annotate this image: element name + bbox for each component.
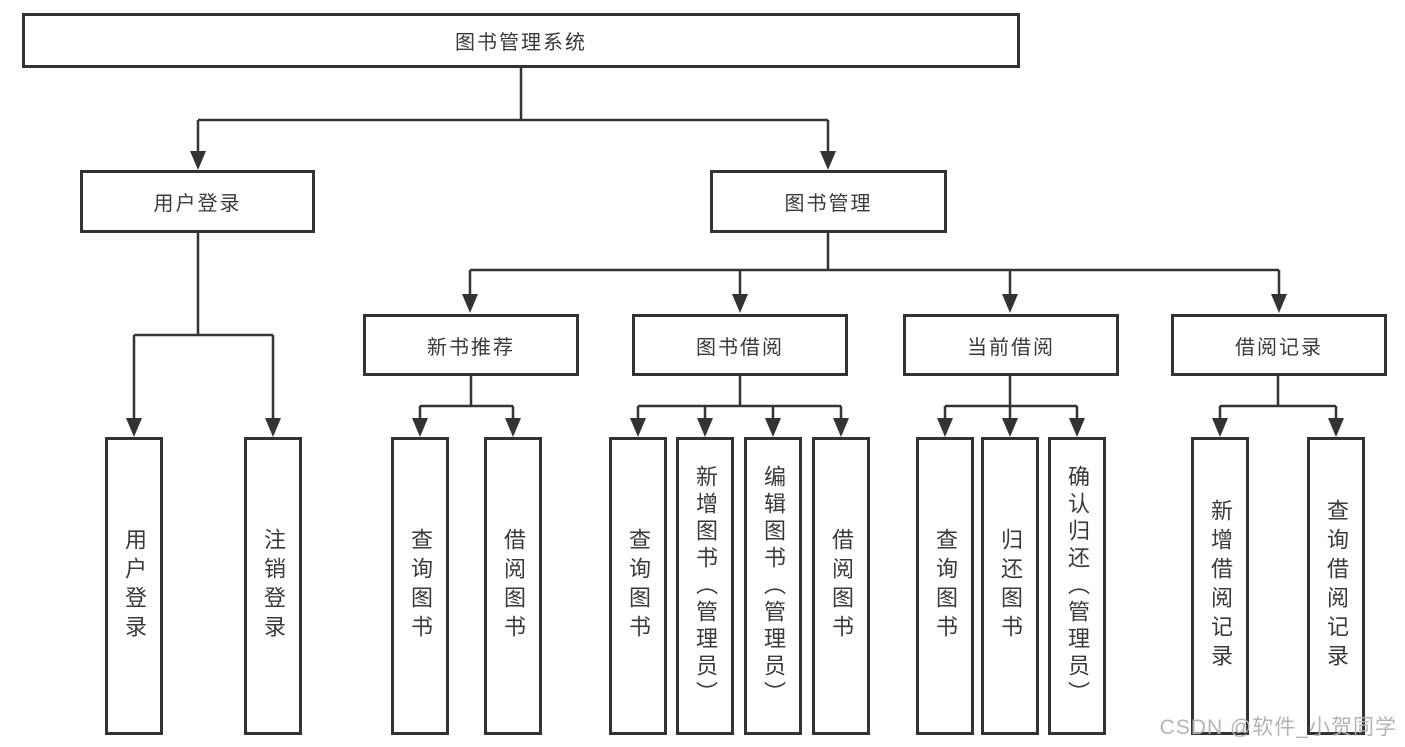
node-book-borrow: 图书借阅 <box>632 314 848 376</box>
leaf-confirm-return-admin-label: 确认归还（管理员） <box>1065 464 1090 708</box>
leaf-query-books-recommend-label: 查询图书 <box>408 528 433 644</box>
node-current-borrow-label: 当前借阅 <box>967 336 1055 359</box>
leaf-add-book-admin-label: 新增图书（管理员） <box>693 464 718 708</box>
leaf-confirm-return-admin: 确认归还（管理员） <box>1048 437 1106 735</box>
leaf-query-borrow-record: 查询借阅记录 <box>1307 437 1365 735</box>
node-book-management-label: 图书管理 <box>784 193 873 215</box>
leaf-add-book-admin: 新增图书（管理员） <box>676 437 734 735</box>
leaf-borrow-books: 借阅图书 <box>812 437 870 735</box>
leaf-logout-label: 注销登录 <box>261 528 286 644</box>
leaf-borrow-books-label: 借阅图书 <box>829 528 854 644</box>
leaf-user-login-label: 用户登录 <box>122 528 147 644</box>
leaf-query-books-current: 查询图书 <box>916 437 974 735</box>
leaf-query-borrow-record-label: 查询借阅记录 <box>1324 499 1349 673</box>
node-book-management: 图书管理 <box>710 170 947 233</box>
node-book-borrow-label: 图书借阅 <box>696 336 784 359</box>
leaf-borrow-books-recommend-label: 借阅图书 <box>501 528 526 644</box>
leaf-edit-book-admin: 编辑图书（管理员） <box>744 437 802 735</box>
node-root: 图书管理系统 <box>22 13 1020 68</box>
node-new-book-recommend: 新书推荐 <box>363 314 579 376</box>
leaf-add-borrow-record-label: 新增借阅记录 <box>1208 499 1233 673</box>
node-current-borrow: 当前借阅 <box>903 314 1119 376</box>
leaf-user-login: 用户登录 <box>105 437 163 735</box>
leaf-query-books-borrow: 查询图书 <box>609 437 667 735</box>
leaf-return-book: 归还图书 <box>981 437 1039 735</box>
leaf-edit-book-admin-label: 编辑图书（管理员） <box>761 464 786 708</box>
node-user-login-label: 用户登录 <box>153 193 242 215</box>
leaf-borrow-books-recommend: 借阅图书 <box>484 437 542 735</box>
leaf-query-books-current-label: 查询图书 <box>933 528 958 644</box>
node-borrow-records: 借阅记录 <box>1171 314 1387 376</box>
leaf-return-book-label: 归还图书 <box>998 528 1023 644</box>
csdn-watermark: CSDN @软件_小贺同学 <box>1159 716 1397 739</box>
leaf-query-books-borrow-label: 查询图书 <box>626 528 651 644</box>
leaf-add-borrow-record: 新增借阅记录 <box>1191 437 1249 735</box>
leaf-logout: 注销登录 <box>244 437 302 735</box>
node-borrow-records-label: 借阅记录 <box>1235 336 1323 359</box>
node-user-login: 用户登录 <box>80 170 315 233</box>
node-new-book-recommend-label: 新书推荐 <box>427 336 515 359</box>
leaf-query-books-recommend: 查询图书 <box>391 437 449 735</box>
node-root-label: 图书管理系统 <box>455 32 587 54</box>
